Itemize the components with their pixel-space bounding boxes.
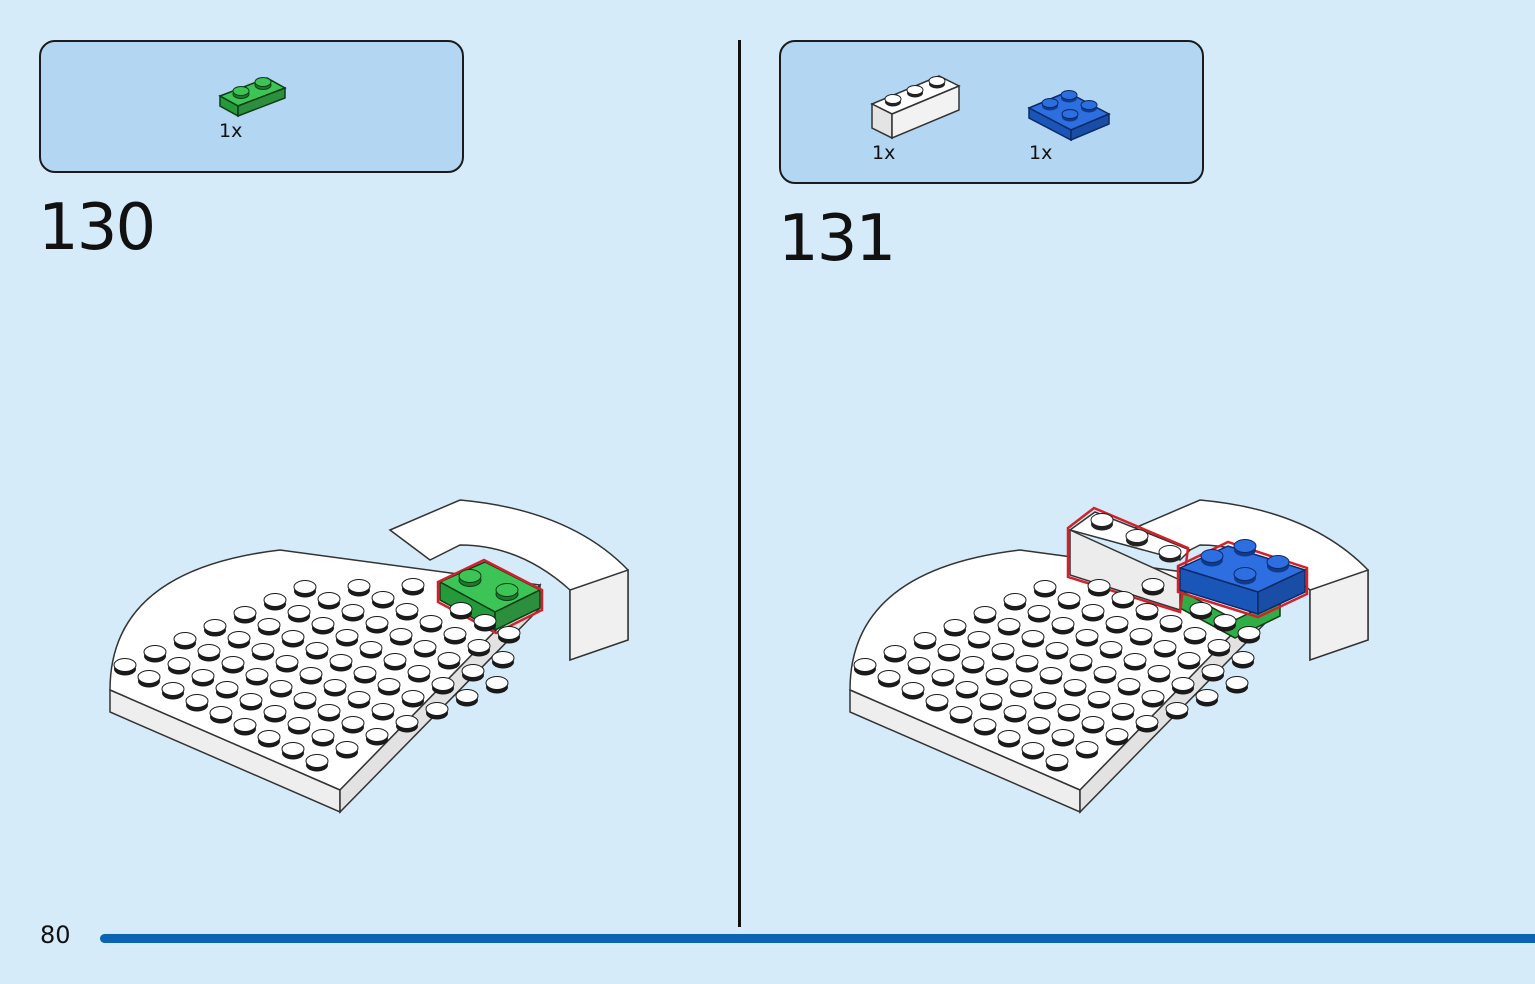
base-plate-studs	[853, 578, 1261, 772]
step-number: 131	[778, 202, 896, 276]
build-illustration-step-131	[849, 499, 1369, 814]
white-brick-1x3-icon	[870, 75, 1111, 142]
step-divider	[738, 40, 741, 927]
parts-callout-step-130: 1x	[39, 40, 464, 173]
step-number: 130	[38, 191, 156, 265]
green-plate-1x2-icon	[218, 77, 287, 118]
page-number: 80	[40, 921, 71, 949]
parts-callout-step-131: 1x 1x	[779, 40, 1204, 184]
build-illustration-step-130	[109, 499, 629, 814]
part-quantity: 1x	[219, 120, 243, 142]
base-plate-studs	[113, 578, 521, 772]
part-quantity: 1x	[1029, 142, 1053, 164]
part-quantity: 1x	[872, 142, 896, 164]
progress-bar	[100, 934, 1535, 943]
blue-plate-2x2-icon	[1027, 90, 1111, 142]
